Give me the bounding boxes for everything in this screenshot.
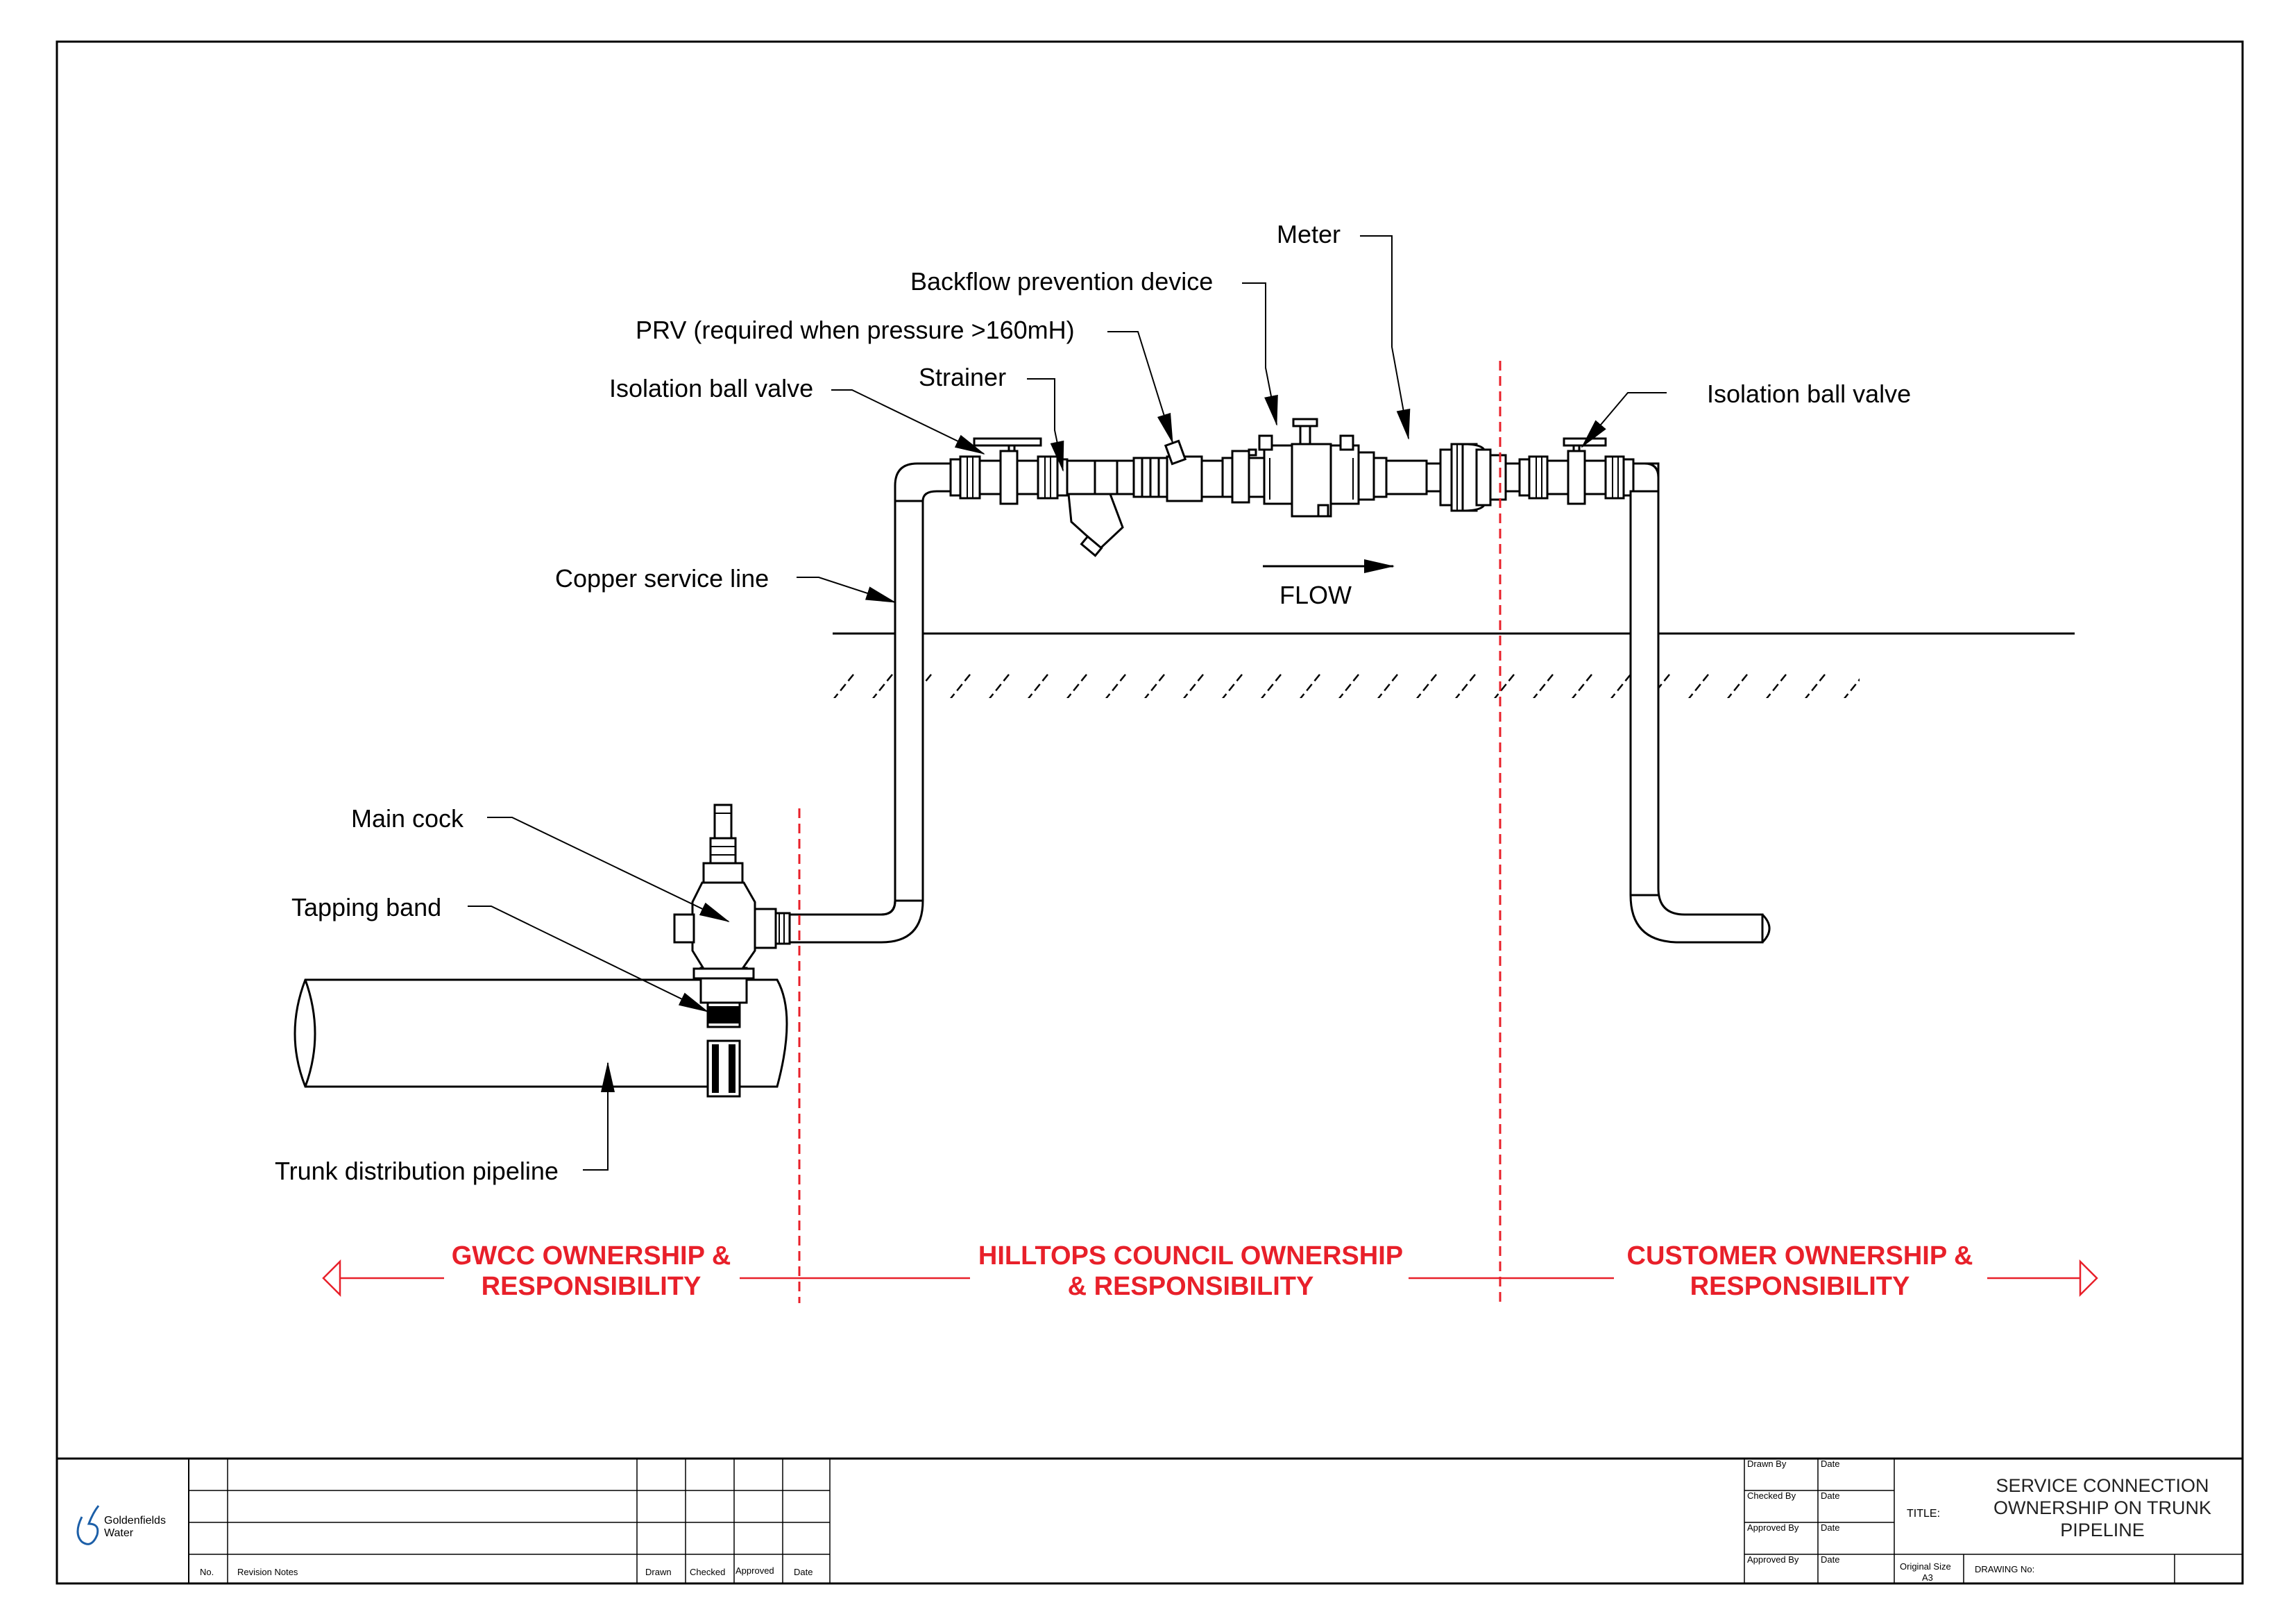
ground — [833, 632, 2075, 698]
goldenfields-water-logo-icon — [76, 1505, 100, 1545]
title-line2: OWNERSHIP ON TRUNK — [1993, 1497, 2211, 1518]
col-checked: Checked — [690, 1567, 725, 1577]
checked-by: Checked By — [1747, 1490, 1796, 1501]
logo-text-line1: Goldenfields — [104, 1515, 166, 1527]
backflow-prevention-device — [1231, 418, 1388, 518]
label-isolation-left: Isolation ball valve — [609, 374, 813, 402]
copper-service-line — [788, 462, 952, 944]
col-date: Date — [794, 1567, 813, 1577]
tapping-band — [692, 967, 755, 1098]
original-size-value: A3 — [1922, 1572, 1933, 1583]
label-meter: Meter — [1277, 220, 1341, 248]
col-no: No. — [200, 1567, 214, 1577]
label-prv: PRV (required when pressure >160mH) — [636, 316, 1075, 344]
title-line3: PIPELINE — [2060, 1520, 2145, 1540]
prv — [1164, 439, 1234, 502]
col-drawn: Drawn — [645, 1567, 672, 1577]
approved-by-2: Approved By — [1747, 1554, 1799, 1565]
logo-text-line2: Water — [104, 1527, 134, 1539]
title-label: TITLE: — [1907, 1508, 1940, 1520]
isolation-ball-valve-left — [949, 437, 1069, 505]
ownership-arrows — [322, 1259, 2098, 1298]
col-approved: Approved — [735, 1565, 774, 1576]
title-line1: SERVICE CONNECTION — [1996, 1475, 2209, 1496]
label-copper: Copper service line — [555, 564, 769, 593]
approved-by-1: Approved By — [1747, 1522, 1799, 1533]
label-tapping-band: Tapping band — [291, 893, 441, 921]
customer-service-line — [1629, 462, 1771, 944]
date-3: Date — [1821, 1522, 1839, 1533]
hilltops-ownership-line1: HILLTOPS COUNCIL OWNERSHIP — [978, 1241, 1403, 1271]
gwcc-ownership-line2: RESPONSIBILITY — [482, 1272, 701, 1301]
hilltops-ownership-line2: & RESPONSIBILITY — [1068, 1272, 1314, 1301]
date-1: Date — [1821, 1459, 1839, 1469]
date-4: Date — [1821, 1554, 1839, 1565]
label-main-cock: Main cock — [351, 804, 464, 833]
label-isolation-right: Isolation ball valve — [1707, 380, 1911, 408]
col-revision-notes: Revision Notes — [237, 1567, 298, 1577]
customer-ownership-line1: CUSTOMER OWNERSHIP & — [1627, 1241, 1973, 1271]
customer-ownership-line2: RESPONSIBILITY — [1690, 1272, 1910, 1301]
gwcc-ownership-line1: GWCC OWNERSHIP & — [452, 1241, 731, 1271]
drawing-border — [56, 40, 2244, 1585]
isolation-ball-valve-right — [1518, 437, 1635, 505]
leader-lines — [468, 235, 1667, 1171]
label-backflow: Backflow prevention device — [910, 267, 1213, 296]
date-2: Date — [1821, 1490, 1839, 1501]
main-cock — [673, 804, 791, 970]
strainer — [1066, 459, 1135, 557]
original-size-label: Original Size — [1900, 1561, 1951, 1572]
drawn-by: Drawn By — [1747, 1459, 1787, 1469]
trunk-pipeline — [294, 978, 788, 1088]
union-fittings — [1132, 457, 1168, 498]
title-block: Goldenfields Water No. Revision Notes Dr… — [57, 1457, 2243, 1583]
meter — [1385, 443, 1507, 512]
flow-label: FLOW — [1279, 581, 1352, 609]
drawing-no-label: DRAWING No: — [1975, 1564, 2034, 1574]
label-strainer: Strainer — [919, 363, 1006, 391]
label-trunk: Trunk distribution pipeline — [275, 1157, 559, 1185]
